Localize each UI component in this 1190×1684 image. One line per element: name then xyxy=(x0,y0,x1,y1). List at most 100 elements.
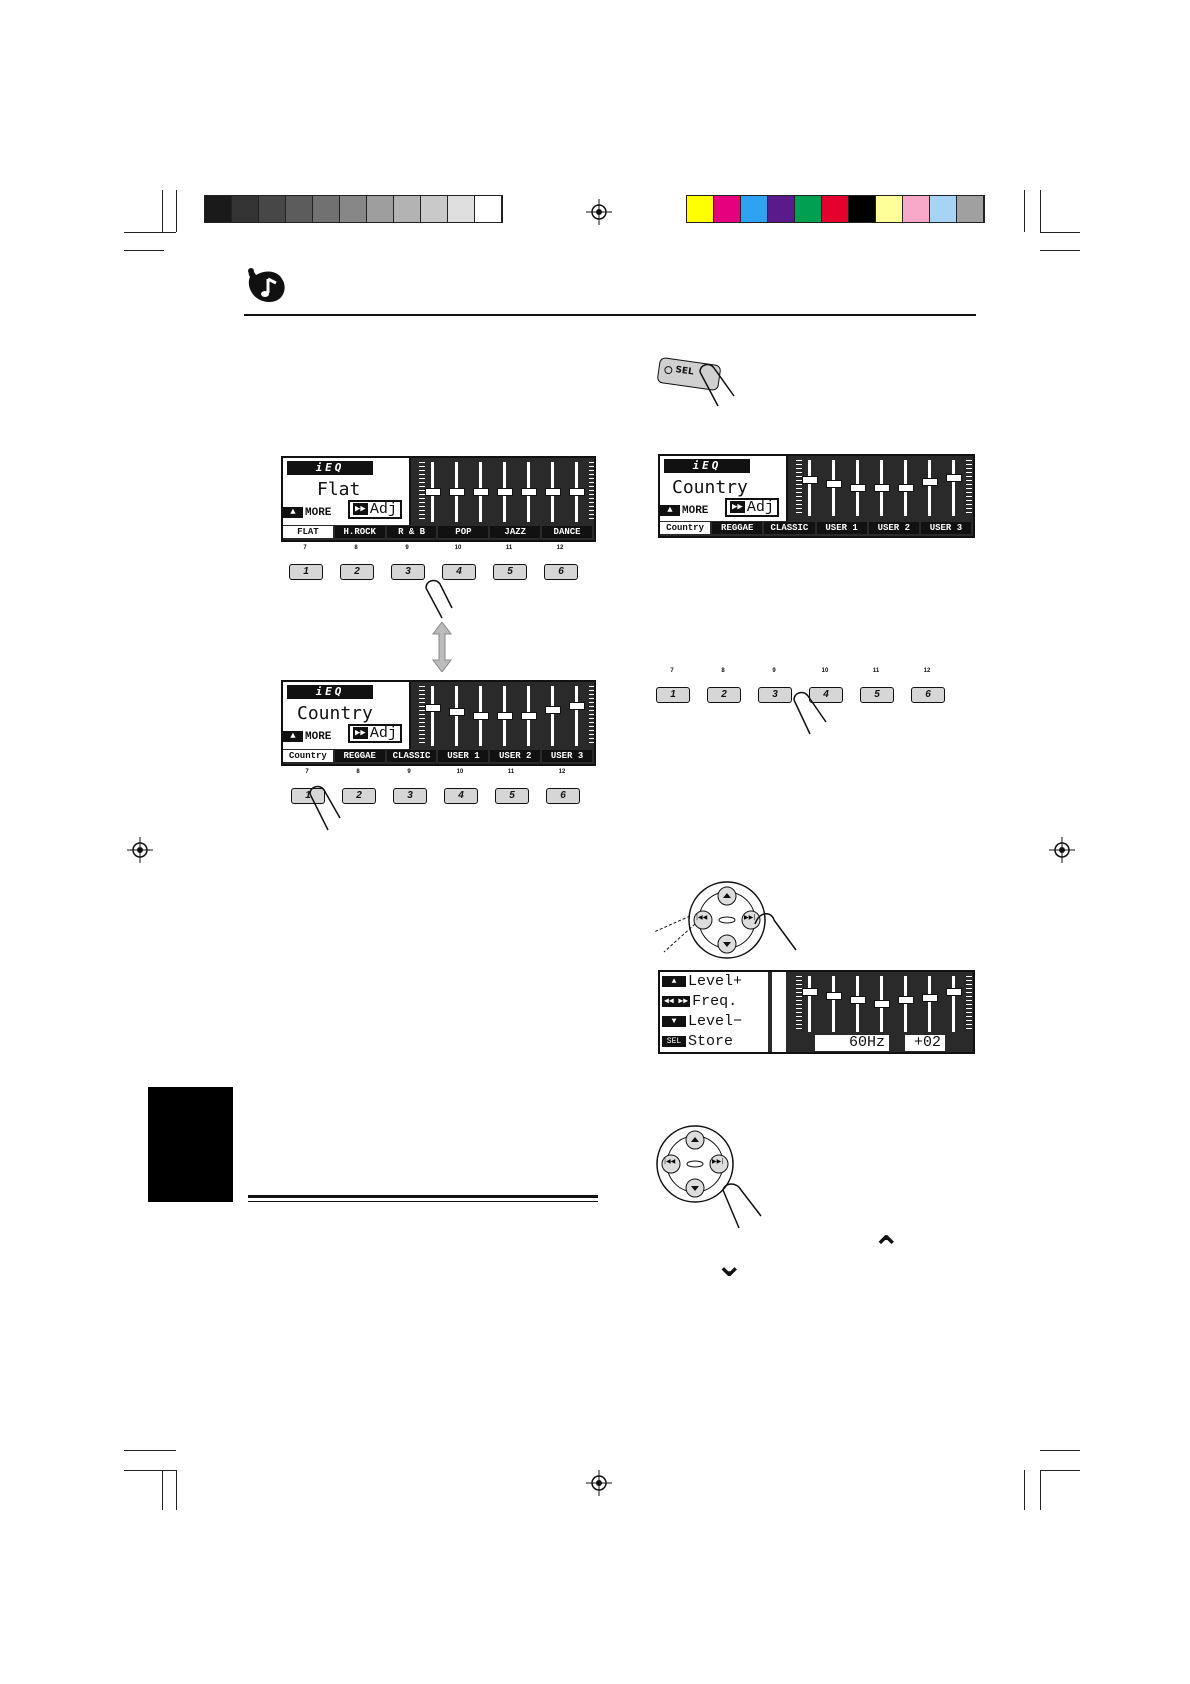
preset-label: REGGAE xyxy=(712,522,763,534)
preset-label: REGGAE xyxy=(334,750,385,762)
slider-knob xyxy=(922,478,938,486)
color-swatch xyxy=(286,196,313,222)
preset-button-4[interactable]: 4 xyxy=(442,564,476,580)
preset-button-3[interactable]: 3 xyxy=(391,564,425,580)
preset-label: CLASSIC xyxy=(764,522,815,534)
crop-mark xyxy=(176,1470,177,1510)
preset-label: USER 3 xyxy=(542,750,592,762)
slider-knob xyxy=(497,488,513,496)
ieq-logo: iEQ xyxy=(287,685,373,699)
preset-label: USER 2 xyxy=(490,750,541,762)
color-swatch xyxy=(394,196,421,222)
preset-number: 12 xyxy=(556,545,564,551)
preset-button-2[interactable]: 2 xyxy=(340,564,374,580)
crop-mark xyxy=(162,190,163,232)
slider-track xyxy=(856,976,859,1032)
slider-knob xyxy=(850,484,866,492)
preset-button-2[interactable]: 2 xyxy=(707,687,741,703)
preset-button-1[interactable]: 1 xyxy=(656,687,690,703)
preset-button-5[interactable]: 5 xyxy=(495,788,529,804)
slider-knob xyxy=(850,996,866,1004)
slider-track xyxy=(952,976,955,1032)
scale xyxy=(589,686,594,746)
preset-button-1[interactable]: 1 xyxy=(289,564,323,580)
slider-knob xyxy=(521,712,537,720)
preset-label: R & B xyxy=(386,526,437,538)
preset-button-5[interactable]: 5 xyxy=(493,564,527,580)
preset-number: 8 xyxy=(356,769,360,775)
slider-track xyxy=(928,976,931,1032)
finger-icon xyxy=(699,363,735,407)
section-rule xyxy=(248,1195,598,1198)
up-arrow-icon: ▲ xyxy=(283,506,303,518)
scale xyxy=(966,460,972,516)
finger-icon xyxy=(309,785,341,831)
registration-target-icon xyxy=(127,837,153,863)
crop-mark xyxy=(162,1470,163,1510)
more-label: ▲MORE xyxy=(283,730,345,744)
crop-mark xyxy=(124,232,176,233)
preset-button-3[interactable]: 3 xyxy=(393,788,427,804)
preset-label: DANCE xyxy=(542,526,592,538)
slider-knob xyxy=(874,484,890,492)
slider-knob xyxy=(826,992,842,1000)
slider-knob xyxy=(802,476,818,484)
control-pad-icon[interactable]: |◀◀ ▶▶| xyxy=(650,880,800,960)
preset-number: 12 xyxy=(923,668,931,674)
color-swatch xyxy=(714,196,741,222)
preset-label: JAZZ xyxy=(490,526,541,538)
finger-icon xyxy=(425,579,453,619)
slider-track xyxy=(575,686,578,746)
menu-level-up: ▲Level+ xyxy=(662,974,742,990)
slider-knob xyxy=(425,704,441,712)
menu-freq: ◀◀ ▶▶Freq. xyxy=(662,993,738,1010)
color-bar xyxy=(686,195,985,223)
preset-button-6[interactable]: 6 xyxy=(544,564,578,580)
slider-track xyxy=(808,460,811,516)
preset-button-5[interactable]: 5 xyxy=(860,687,894,703)
slider-knob xyxy=(497,712,513,720)
slider-knob xyxy=(545,706,561,714)
slider-knob xyxy=(922,994,938,1002)
freq-readout: 60Hz xyxy=(815,1035,889,1051)
preset-button-1[interactable]: 1 xyxy=(291,788,325,804)
sel-indicator-icon xyxy=(663,365,673,375)
preset-number: 9 xyxy=(405,545,409,551)
preset-button-6[interactable]: 6 xyxy=(911,687,945,703)
section-tab xyxy=(148,1087,233,1202)
preset-button-4[interactable]: 4 xyxy=(444,788,478,804)
preset-button-2[interactable]: 2 xyxy=(342,788,376,804)
scale xyxy=(796,976,802,1032)
preset-button-3[interactable]: 3 xyxy=(758,687,792,703)
next-track-icon: ▶▶ xyxy=(730,501,745,514)
color-swatch xyxy=(957,196,984,222)
crop-mark xyxy=(1024,1470,1025,1510)
color-swatch xyxy=(313,196,340,222)
scale xyxy=(419,686,425,746)
double-arrow-icon xyxy=(432,622,452,672)
color-swatch xyxy=(876,196,903,222)
preset-number: 10 xyxy=(454,545,462,551)
grayscale-bar xyxy=(204,195,503,223)
scale xyxy=(589,462,594,522)
preset-label: CLASSIC xyxy=(386,750,437,762)
slider-knob xyxy=(802,988,818,996)
sound-icon xyxy=(248,268,285,303)
adjust-divider xyxy=(772,972,786,1052)
preset-button-6[interactable]: 6 xyxy=(546,788,580,804)
preset-button-4[interactable]: 4 xyxy=(809,687,843,703)
slider-knob xyxy=(473,712,489,720)
control-pad-icon[interactable]: |◀◀ ▶▶| xyxy=(655,1124,765,1234)
ieq-logo: iEQ xyxy=(664,459,750,473)
slider-knob xyxy=(473,488,489,496)
crop-mark xyxy=(1040,232,1080,233)
preset-label: H.ROCK xyxy=(334,526,385,538)
slider-knob xyxy=(898,996,914,1004)
crop-mark xyxy=(1040,1470,1041,1510)
color-swatch xyxy=(448,196,475,222)
preset-number: 7 xyxy=(670,668,674,674)
